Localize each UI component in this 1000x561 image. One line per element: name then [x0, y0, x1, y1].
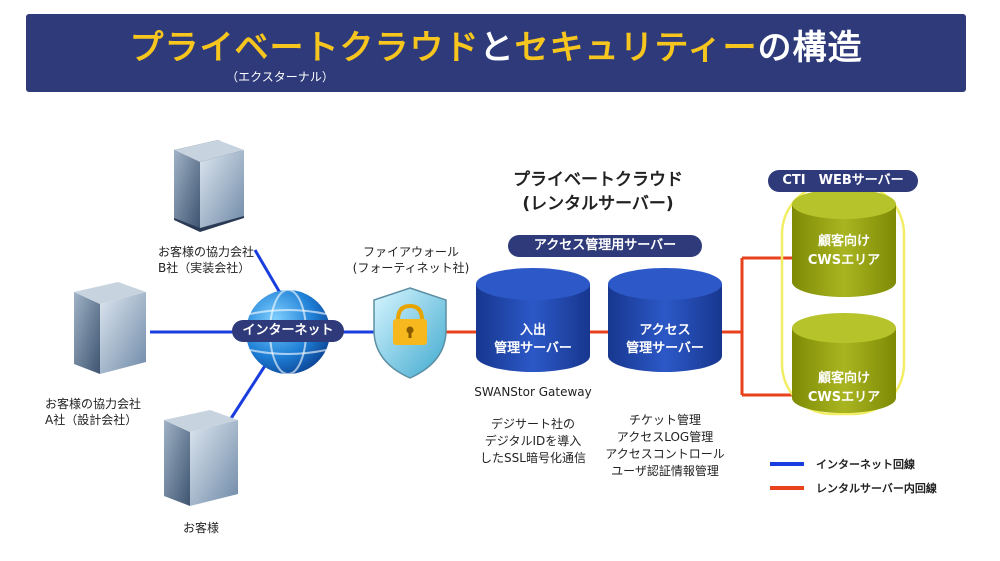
entry-server-line1: 入出	[519, 323, 546, 338]
title-part2: と	[479, 28, 515, 68]
cws-area-2-label: 顧客向け CWSエリア	[792, 369, 896, 407]
partner-a-line1: お客様の協力会社	[45, 397, 142, 411]
title-part4: の構造	[757, 28, 863, 68]
building-partner-b-icon	[174, 140, 244, 232]
firewall-label: ファイアウォール (フォーティネット社)	[346, 244, 476, 276]
cti-web-server-label: CTI WEBサーバー	[768, 170, 918, 192]
partner-b-line2: B社（実装会社）	[158, 261, 251, 275]
cws-db-1-icon	[792, 189, 896, 297]
entry-server-caption: SWANStor Gateway	[474, 385, 592, 399]
cws-area-1-label: 顧客向け CWSエリア	[792, 232, 896, 270]
access-server-line1: アクセス	[639, 323, 691, 338]
page-title: プライベートクラウドとセキュリティーの構造	[26, 20, 966, 69]
legend-internal-label: レンタルサーバー内回線	[816, 482, 937, 495]
internal-lines	[440, 256, 792, 397]
partner-a-line2: A社（設計会社）	[45, 413, 138, 427]
title-banner	[26, 14, 966, 92]
partner-a-label: お客様の協力会社 A社（設計会社）	[45, 396, 141, 428]
access-note: アクセスコントロール	[605, 447, 725, 461]
building-partner-a-icon	[74, 282, 146, 374]
building-customer-icon	[164, 410, 238, 506]
entry-server-notes: デジサート社の デジタルIDを導入 したSSL暗号化通信	[460, 416, 606, 467]
title-part3: セキュリティー	[514, 28, 758, 68]
cloud-title: プライベートクラウド (レンタルサーバー)	[470, 168, 726, 216]
legend-internet-label: インターネット回線	[816, 458, 915, 471]
firewall-line2: (フォーティネット社)	[352, 261, 470, 275]
partner-b-label: お客様の協力会社 B社（実装会社）	[158, 244, 254, 276]
partner-b-line1: お客様の協力会社	[158, 245, 255, 259]
legend-internal-swatch	[770, 486, 804, 490]
access-note: アクセスLOG管理	[616, 430, 714, 444]
legend-internet-swatch	[770, 462, 804, 466]
access-note: ユーザ認証情報管理	[611, 464, 719, 478]
cws-area-2-line2: CWSエリア	[807, 390, 881, 405]
cloud-title-line2: (レンタルサーバー)	[522, 194, 674, 214]
entry-server-db-icon	[476, 268, 590, 372]
entry-note: デジタルIDを導入	[484, 434, 582, 448]
cws-area-1-line1: 顧客向け	[817, 234, 870, 249]
firewall-shield-icon	[373, 287, 447, 379]
page-subtitle: （エクスターナル）	[226, 70, 334, 84]
access-note: チケット管理	[628, 413, 701, 427]
entry-server-label: 入出 管理サーバー	[476, 322, 590, 358]
cws-area-1-line2: CWSエリア	[807, 253, 881, 268]
access-server-line2: 管理サーバー	[626, 341, 704, 356]
customer-label: お客様	[183, 521, 220, 535]
access-server-pill: アクセス管理用サーバー	[508, 235, 702, 257]
firewall-line1: ファイアウォール	[362, 245, 459, 259]
access-server-label: アクセス 管理サーバー	[608, 322, 722, 358]
internet-label: インターネット	[232, 320, 344, 342]
cloud-title-line1: プライベートクラウド	[513, 170, 683, 190]
entry-note: したSSL暗号化通信	[480, 451, 586, 465]
entry-server-line2: 管理サーバー	[494, 341, 572, 356]
title-part1: プライベートクラウド	[129, 28, 480, 68]
entry-note: デジサート社の	[490, 417, 575, 431]
line-customer	[228, 357, 272, 421]
access-server-db-icon	[608, 268, 722, 372]
cws-db-2-icon	[792, 313, 896, 413]
access-server-notes: チケット管理 アクセスLOG管理 アクセスコントロール ユーザ認証情報管理	[600, 412, 730, 480]
cws-area-2-line1: 顧客向け	[817, 371, 870, 386]
